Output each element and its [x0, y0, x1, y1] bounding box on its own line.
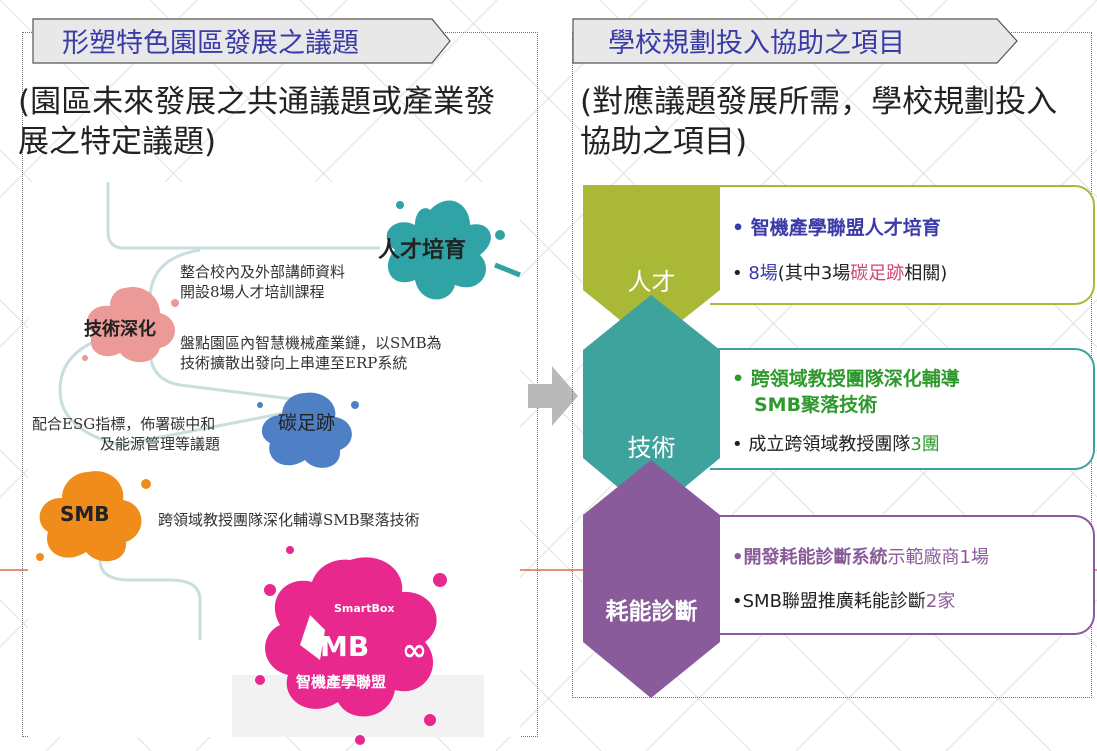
smb-note-1: 跨領域教授團隊深化輔導SMB聚落技術 — [158, 511, 420, 529]
logo-brand-main: MB — [320, 630, 370, 663]
tech-detail-a: • 成立跨領域教授團隊 — [732, 434, 911, 455]
left-subtitle-line1: (園區未來發展之共通議題或產業發 — [18, 84, 496, 120]
energy-count-1: 1場 — [959, 547, 989, 568]
talent-detail-a: (其中3場 — [777, 263, 851, 284]
smb-logo-splat-icon: ∞ — [255, 546, 447, 745]
talent-card-line2: • 8場(其中3場碳足跡相關) — [732, 263, 948, 284]
smb-splat-label: SMB — [60, 502, 110, 526]
tech-note-1: 盤點園區內智慧機械產業鏈，以SMB為 — [180, 334, 442, 352]
right-subtitle-line2: 協助之項目) — [580, 124, 748, 160]
tech-count: 3團 — [910, 434, 940, 455]
svg-text:∞: ∞ — [402, 633, 427, 668]
talent-count: 8場 — [748, 263, 778, 284]
right-tab-shape — [572, 18, 1018, 64]
carbon-splat-label: 碳足跡 — [278, 412, 336, 434]
tech-splat-icon — [82, 287, 179, 363]
left-tab-title: 形塑特色園區發展之議題 — [62, 27, 359, 59]
tech-chevron-label: 技術 — [627, 434, 676, 462]
right-subtitle-line1: (對應議題發展所需，學校規劃投入 — [580, 84, 1058, 120]
energy-detail-b: •SMB聯盟推廣耗能診斷 — [732, 591, 926, 612]
energy-card-line2: •SMB聯盟推廣耗能診斷2家 — [732, 587, 955, 613]
carbon-note-1: 配合ESG指標，佈署碳中和 — [32, 415, 216, 433]
tech-card-line2: • 成立跨領域教授團隊3團 — [732, 430, 940, 456]
talent-card: • 智機產學聯盟人才培育 • 8場(其中3場碳足跡相關) — [710, 185, 1095, 305]
energy-chevron — [583, 460, 720, 698]
talent-chevron — [583, 185, 720, 345]
talent-card-line1: • 智機產學聯盟人才培育 — [732, 217, 941, 239]
carbon-splat-icon — [257, 392, 359, 468]
tech-card: • 跨領域教授團隊深化輔導 SMB聚落技術 • 成立跨領域教授團隊3團 — [710, 348, 1095, 470]
tech-note-2: 技術擴散出發向上串連至ERP系統 — [180, 354, 408, 372]
tech-card-line1a: • 跨領域教授團隊深化輔導 — [732, 368, 960, 390]
right-tab-title: 學校規劃投入協助之項目 — [608, 27, 905, 59]
tech-splat-label: 技術深化 — [84, 319, 156, 340]
right-arrow-icon — [528, 366, 578, 426]
talent-splat-icon — [386, 200, 521, 300]
talent-note-1: 整合校內及外部講師資料 — [180, 263, 346, 281]
talent-detail-b: 相關) — [904, 263, 948, 284]
tech-card-line1b: SMB聚落技術 — [754, 394, 878, 416]
logo-caption: 智機產學聯盟 — [296, 673, 387, 691]
left-tab-shape — [32, 18, 451, 64]
chevron-stack — [583, 185, 720, 698]
energy-count-2: 2家 — [925, 591, 956, 612]
carbon-note-2: 及能源管理等議題 — [100, 435, 221, 453]
energy-chevron-label: 耗能診斷 — [605, 599, 698, 625]
smb-splat-icon — [36, 471, 151, 562]
tech-chevron — [583, 295, 720, 515]
energy-card: •開發耗能診斷系統示範廠商1場 •SMB聯盟推廣耗能診斷2家 — [710, 515, 1095, 635]
talent-note-2: 開設8場人才培訓課程 — [180, 283, 325, 301]
left-subtitle-line2: 展之特定議題) — [18, 124, 217, 160]
energy-detail-a: 示範廠商 — [887, 547, 960, 568]
talent-splat-label: 人才培育 — [378, 238, 467, 263]
talent-chevron-label: 人才 — [627, 268, 676, 296]
talent-highlight: 碳足跡 — [850, 263, 905, 284]
logo-brand-small: SmartBox — [334, 602, 395, 615]
energy-card-line1: •開發耗能診斷系統示範廠商1場 — [732, 543, 989, 569]
energy-bold: •開發耗能診斷系統 — [732, 547, 888, 568]
